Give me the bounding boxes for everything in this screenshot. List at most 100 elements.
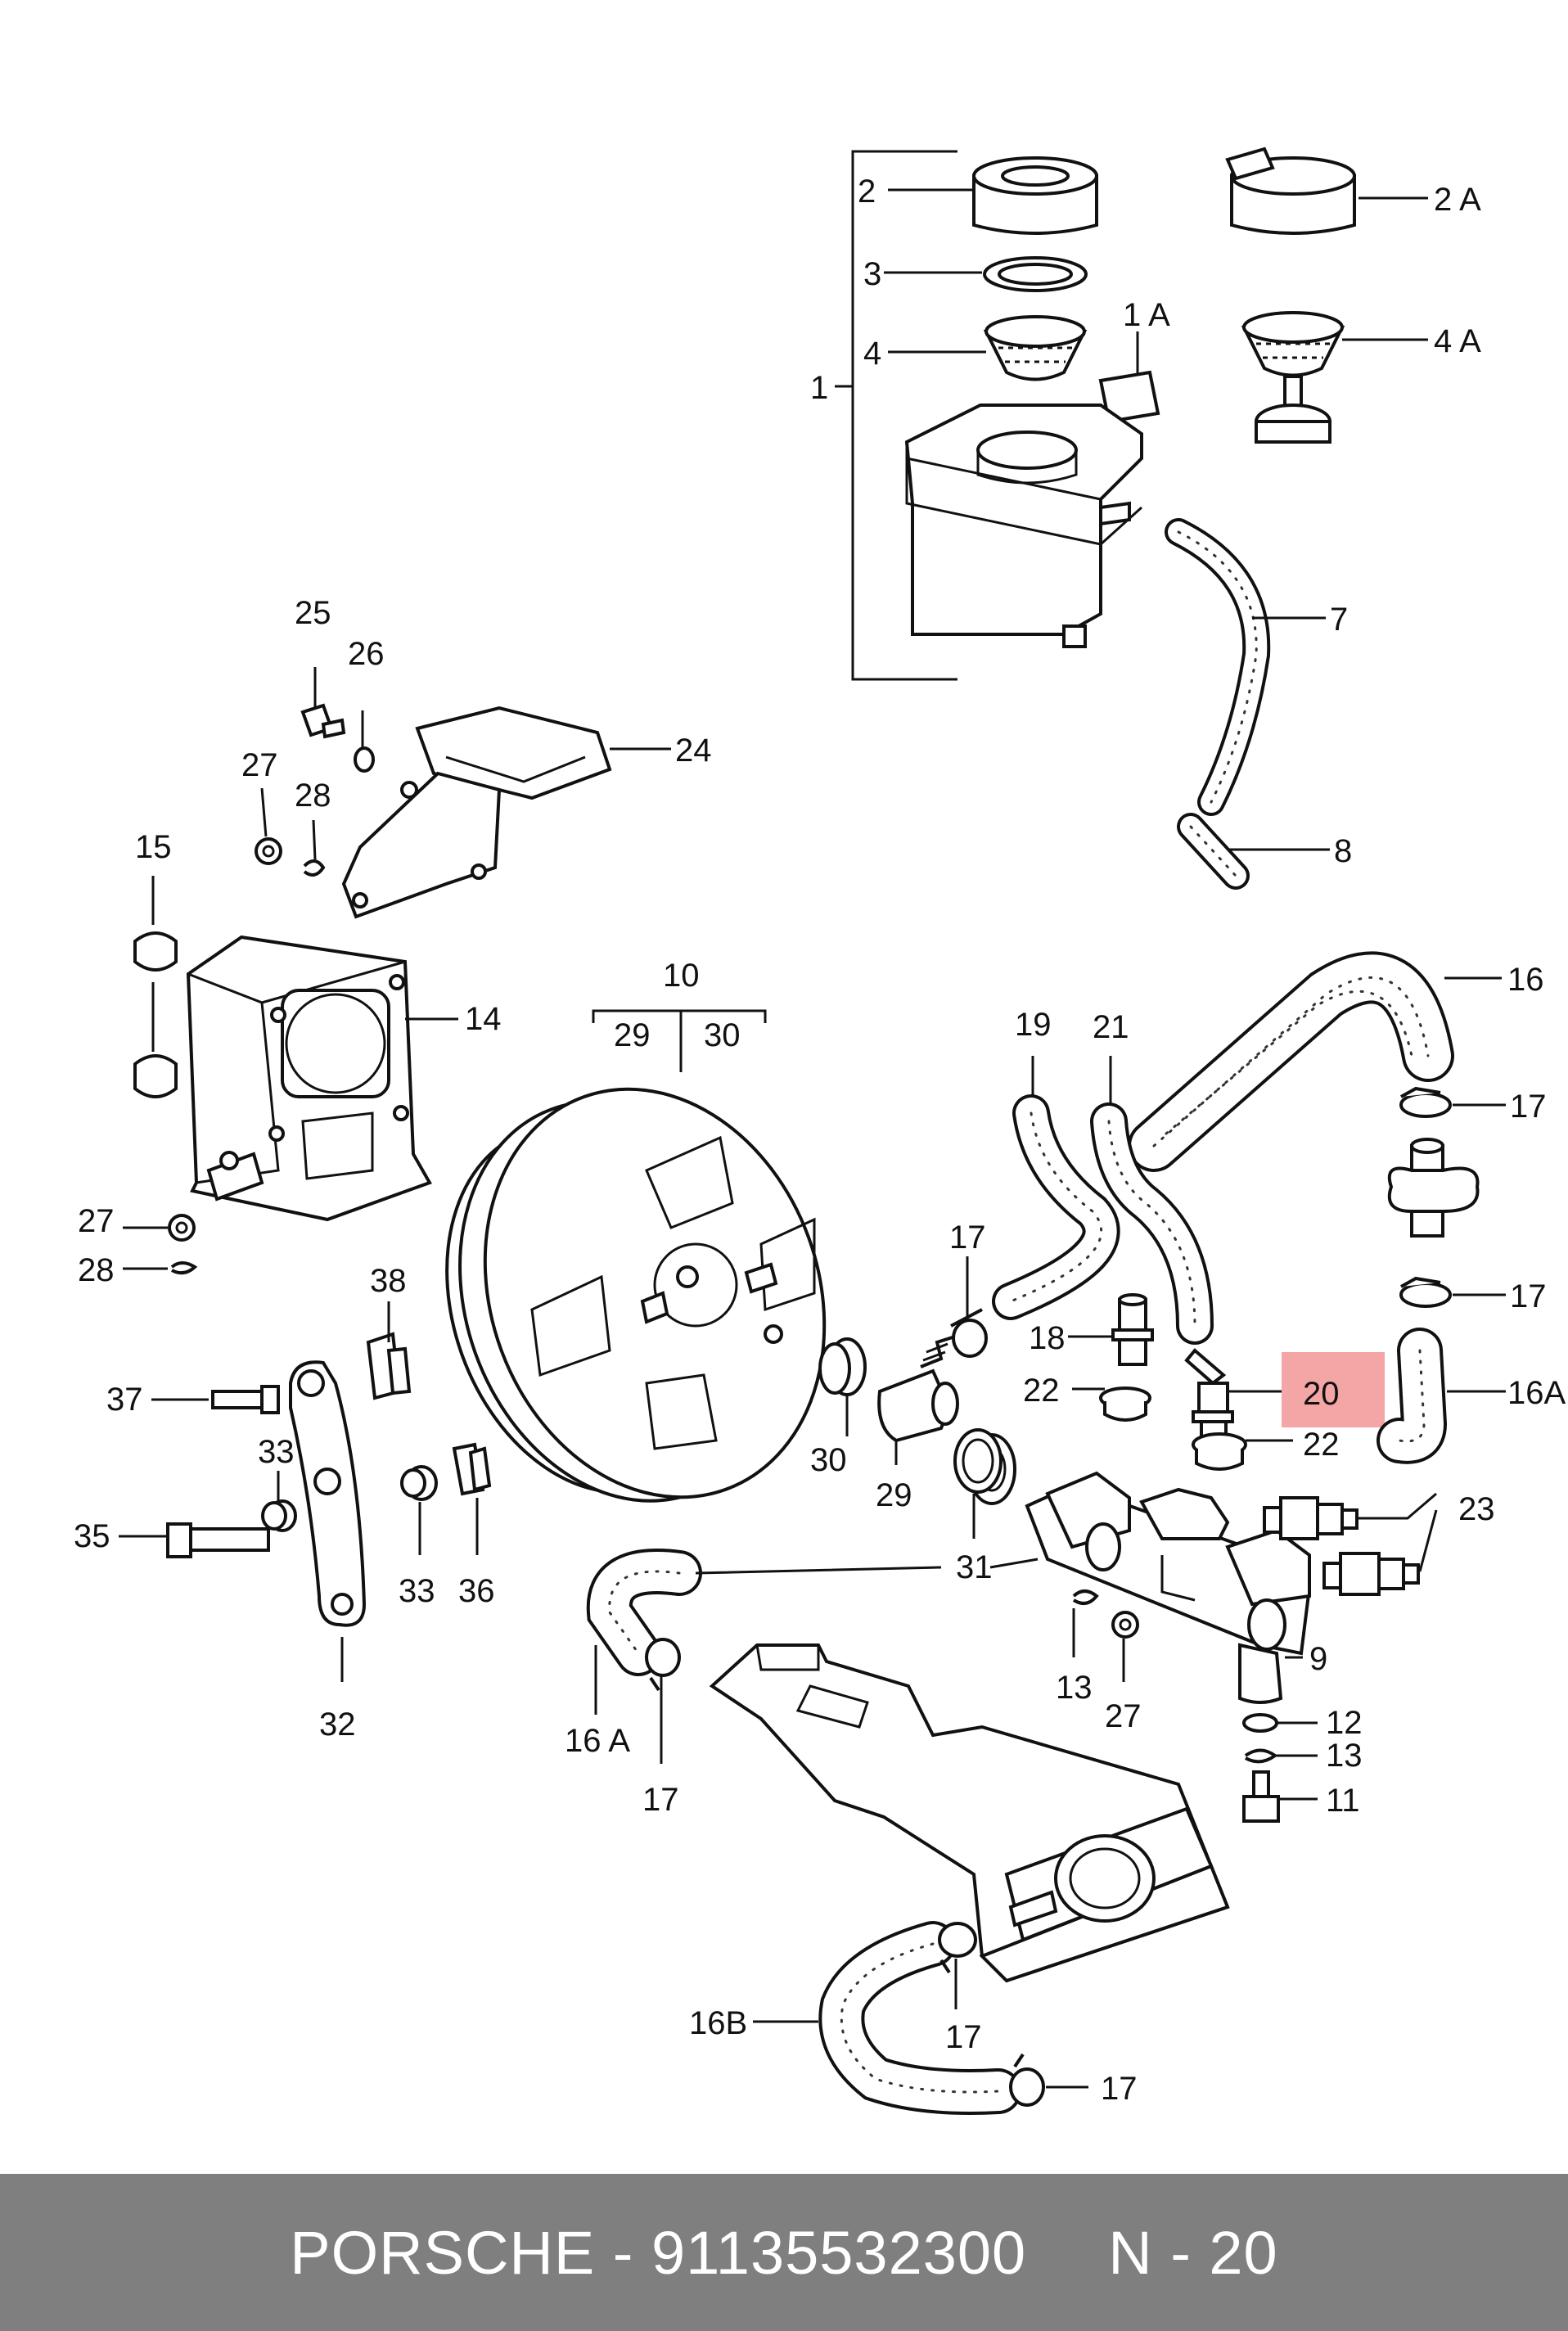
highlight-box xyxy=(1282,1352,1385,1427)
callout-38: 38 xyxy=(370,1263,407,1299)
callout-4: 4 xyxy=(863,336,881,372)
washer xyxy=(354,746,375,773)
vacuum-hose-short xyxy=(992,1094,1120,1320)
callout-14: 14 xyxy=(465,1001,502,1037)
brake-light-switch xyxy=(1263,1496,1358,1540)
callout-24: 24 xyxy=(675,733,712,769)
fitting-grommet xyxy=(1192,1432,1247,1471)
callout-7: 7 xyxy=(1330,602,1348,638)
hose-clamp xyxy=(1399,1276,1452,1308)
callout-4a: 4 A xyxy=(1434,323,1481,359)
callout-17c: 17 xyxy=(1510,1278,1547,1314)
callout-17e: 17 xyxy=(945,2019,982,2055)
callout-17d: 17 xyxy=(642,1782,679,1818)
callout-29b: 29 xyxy=(876,1477,912,1513)
callout-18: 18 xyxy=(1029,1320,1066,1356)
callout-10: 10 xyxy=(663,958,700,994)
callout-32: 32 xyxy=(319,1707,356,1743)
diagram-reference-text: N - 20 xyxy=(1108,2218,1278,2287)
hose-clamp xyxy=(950,1308,988,1358)
callout-20: 20 xyxy=(1303,1376,1340,1412)
pivot-bolt xyxy=(166,1522,270,1558)
hose-connector xyxy=(1387,1138,1480,1238)
parts-diagram: 2 2 A 3 4 4 A 1 A 1 7 8 25 26 24 27 28 1… xyxy=(74,147,1566,2115)
callout-26: 26 xyxy=(348,636,385,672)
callout-16ab: 16 A xyxy=(565,1723,630,1759)
hose-clamp xyxy=(645,1638,681,1692)
hose-fitting xyxy=(1111,1293,1154,1366)
callout-2a: 2 A xyxy=(1434,182,1481,218)
washer xyxy=(1242,1713,1278,1733)
callout-16: 16 xyxy=(1507,962,1544,998)
lock-washer xyxy=(1072,1589,1099,1605)
callout-36: 36 xyxy=(458,1573,495,1609)
callout-labels: 2 2 A 3 4 4 A 1 A 1 7 8 25 26 24 27 28 1… xyxy=(74,174,1566,2107)
callout-29a: 29 xyxy=(614,1017,651,1053)
callout-16a: 16A xyxy=(1507,1375,1566,1411)
cylinder-seal xyxy=(953,1428,1003,1494)
callout-11: 11 xyxy=(1326,1783,1360,1819)
bolt xyxy=(1242,1770,1280,1823)
callout-2: 2 xyxy=(858,174,876,210)
pedal-clip xyxy=(366,1332,412,1400)
callout-30b: 30 xyxy=(810,1442,847,1478)
callout-12: 12 xyxy=(1326,1705,1363,1741)
callout-30a: 30 xyxy=(704,1017,741,1053)
vacuum-hose-elbow xyxy=(586,1549,702,1676)
nut xyxy=(168,1214,196,1242)
lock-washer xyxy=(1244,1748,1278,1764)
callout-17b: 17 xyxy=(949,1220,986,1256)
vacuum-hose-branch xyxy=(1090,1102,1214,1345)
pedal-bracket xyxy=(341,706,612,919)
callout-33b: 33 xyxy=(399,1573,435,1609)
fitting-grommet xyxy=(1099,1386,1151,1422)
return-hose xyxy=(1165,518,1271,816)
hose-clamp xyxy=(1009,2053,1045,2107)
booster-grommet xyxy=(818,1337,867,1396)
callout-22a: 22 xyxy=(1023,1373,1060,1409)
vacuum-hose-lower xyxy=(818,1921,1021,2115)
bushing xyxy=(261,1499,297,1532)
callout-19: 19 xyxy=(1015,1007,1052,1043)
reservoir-strainer-alt xyxy=(1241,311,1345,444)
hose-connector xyxy=(1177,813,1250,890)
callout-22b: 22 xyxy=(1303,1427,1340,1463)
reservoir-strainer xyxy=(983,315,1088,381)
callout-28a: 28 xyxy=(295,778,331,814)
check-valve xyxy=(877,1334,959,1443)
callout-17a: 17 xyxy=(1510,1089,1547,1125)
leader-lines xyxy=(119,188,1506,2089)
vacuum-hose xyxy=(1128,951,1454,1172)
callout-17f: 17 xyxy=(1101,2071,1138,2107)
nut xyxy=(255,837,282,865)
hose-clamp xyxy=(938,1922,977,1974)
callout-23: 23 xyxy=(1458,1491,1495,1527)
grommet xyxy=(133,931,178,1098)
callout-25: 25 xyxy=(295,595,331,631)
callout-9: 9 xyxy=(1309,1641,1327,1677)
footer-bar: PORSCHE - 91135532300 N - 20 xyxy=(0,2174,1568,2331)
pedal-clip xyxy=(452,1442,492,1496)
vacuum-hose-elbow xyxy=(1377,1328,1448,1464)
reservoir-cap xyxy=(972,156,1098,235)
callout-8: 8 xyxy=(1334,833,1352,869)
group-bracket xyxy=(835,150,957,681)
callout-3: 3 xyxy=(863,256,881,292)
fluid-reservoir xyxy=(904,404,1143,648)
angle-fitting xyxy=(1184,1348,1234,1441)
callout-31: 31 xyxy=(956,1549,993,1585)
callout-1a: 1 A xyxy=(1123,297,1170,333)
callout-28b: 28 xyxy=(78,1252,115,1288)
callout-37: 37 xyxy=(106,1382,143,1418)
callout-33a: 33 xyxy=(258,1434,295,1470)
reservoir-cap-alt xyxy=(1225,147,1356,235)
bushing xyxy=(400,1465,438,1501)
booster-bracket-housing xyxy=(186,935,432,1222)
callout-27a: 27 xyxy=(241,747,278,783)
callout-21: 21 xyxy=(1093,1009,1129,1045)
callout-16b: 16B xyxy=(689,2005,747,2041)
group-bracket xyxy=(592,1009,767,1072)
brake-booster xyxy=(445,1087,827,1503)
callout-13a: 13 xyxy=(1056,1670,1093,1706)
